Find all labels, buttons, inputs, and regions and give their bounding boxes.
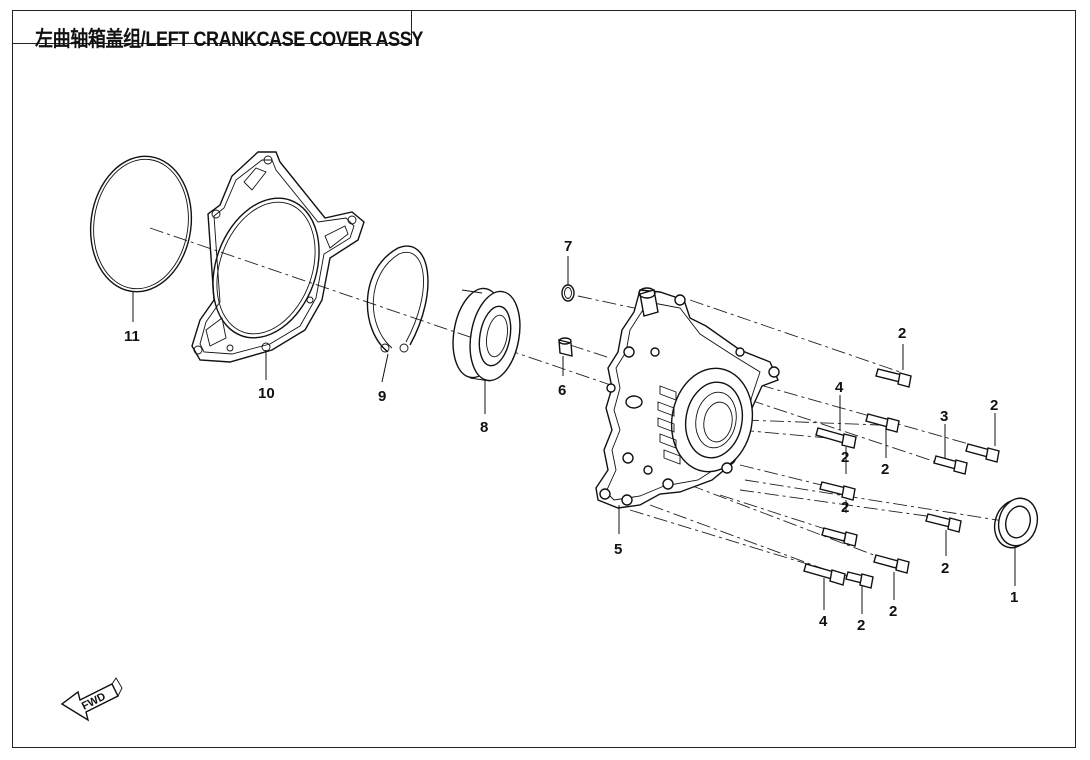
callout-9: 9 <box>378 388 386 405</box>
bolt-2-top <box>875 368 912 388</box>
callout-3: 3 <box>940 408 948 425</box>
callout-6: 6 <box>558 382 566 399</box>
bolt-2-right <box>965 443 1000 463</box>
callout-11: 11 <box>124 328 140 345</box>
callout-7: 7 <box>564 238 572 255</box>
callout-2-lower-right: 2 <box>941 560 949 577</box>
bolt-2-mid <box>819 481 856 501</box>
bolts <box>803 368 1000 589</box>
part-8-bearing <box>452 287 521 382</box>
part-10-gasket <box>191 151 365 363</box>
title-box: 左曲轴箱盖组/LEFT CRANKCASE COVER ASSY <box>12 10 423 51</box>
callout-5: 5 <box>614 541 622 558</box>
bolt-2-mid-upper <box>865 413 900 433</box>
bolt-2-lower-right <box>925 513 962 533</box>
callout-numbers: 11 10 9 8 7 6 5 1 2 4 3 2 2 2 2 2 4 2 2 <box>124 238 1018 634</box>
callout-2-mid-right: 2 <box>881 461 889 478</box>
bolt-2-mid-lower <box>821 527 858 547</box>
bolt-4-lower <box>803 563 846 586</box>
part-6-dowel-pin <box>558 337 573 357</box>
bolt-3 <box>933 455 968 475</box>
callout-2-bottom: 2 <box>857 617 865 634</box>
callout-2-bottom-right: 2 <box>889 603 897 620</box>
callout-2-right: 2 <box>990 397 998 414</box>
callout-4-lower: 4 <box>819 613 828 630</box>
leader-lines <box>132 256 1016 614</box>
callout-2-center: 2 <box>841 499 849 516</box>
part-9-circlip <box>366 245 429 353</box>
part-5-crankcase-cover <box>595 287 780 509</box>
bolt-4-upper <box>815 427 857 449</box>
bolt-2-bottom <box>845 571 874 589</box>
drawing-frame <box>12 10 1076 748</box>
callout-2-top: 2 <box>898 325 906 342</box>
part-7-o-ring <box>561 284 575 302</box>
page-title: 左曲轴箱盖组/LEFT CRANKCASE COVER ASSY <box>35 28 423 51</box>
callout-1: 1 <box>1010 589 1018 606</box>
bolt-2-lower <box>873 554 910 574</box>
assembly-axis-lines <box>149 227 1011 581</box>
callout-2-center-upper: 2 <box>841 449 849 466</box>
fwd-arrow-icon: FWD <box>60 677 123 722</box>
part-11-seal-ring <box>89 155 193 293</box>
part-1-oil-seal <box>993 497 1039 549</box>
fwd-label: FWD <box>80 691 108 713</box>
callout-8: 8 <box>480 419 488 436</box>
callout-4-upper: 4 <box>835 379 844 396</box>
callout-10: 10 <box>258 385 275 402</box>
